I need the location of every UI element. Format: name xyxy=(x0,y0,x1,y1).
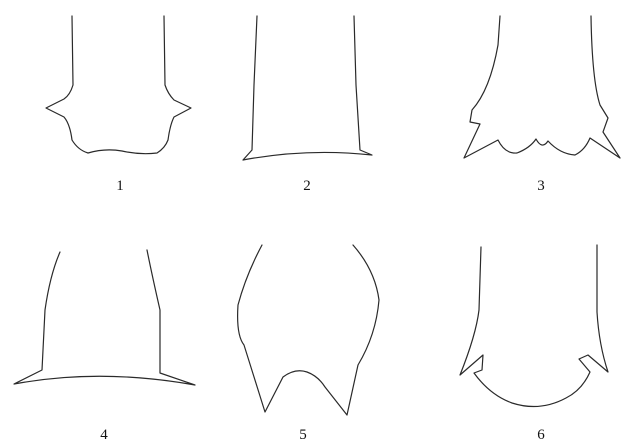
figure-6-outline xyxy=(460,245,608,407)
figure-4-label: 4 xyxy=(100,427,108,441)
figure-2-outline xyxy=(243,16,372,160)
figure-4-outline xyxy=(14,250,195,385)
figure-5-outline xyxy=(238,245,379,415)
figure-3-outline xyxy=(464,16,620,158)
figure-6-label: 6 xyxy=(537,427,545,441)
figure-3-label: 3 xyxy=(537,178,545,194)
figure-2-label: 2 xyxy=(303,178,311,194)
figure-1-label: 1 xyxy=(116,178,124,194)
figure-5-label: 5 xyxy=(299,427,307,441)
figure-4: 4 xyxy=(14,250,195,441)
figure-6: 6 xyxy=(460,245,608,441)
figure-1: 1 xyxy=(46,16,191,194)
figure-5: 5 xyxy=(238,245,379,441)
figure-3: 3 xyxy=(464,16,620,194)
figure-1-outline xyxy=(46,16,191,154)
figure-2: 2 xyxy=(243,16,372,194)
